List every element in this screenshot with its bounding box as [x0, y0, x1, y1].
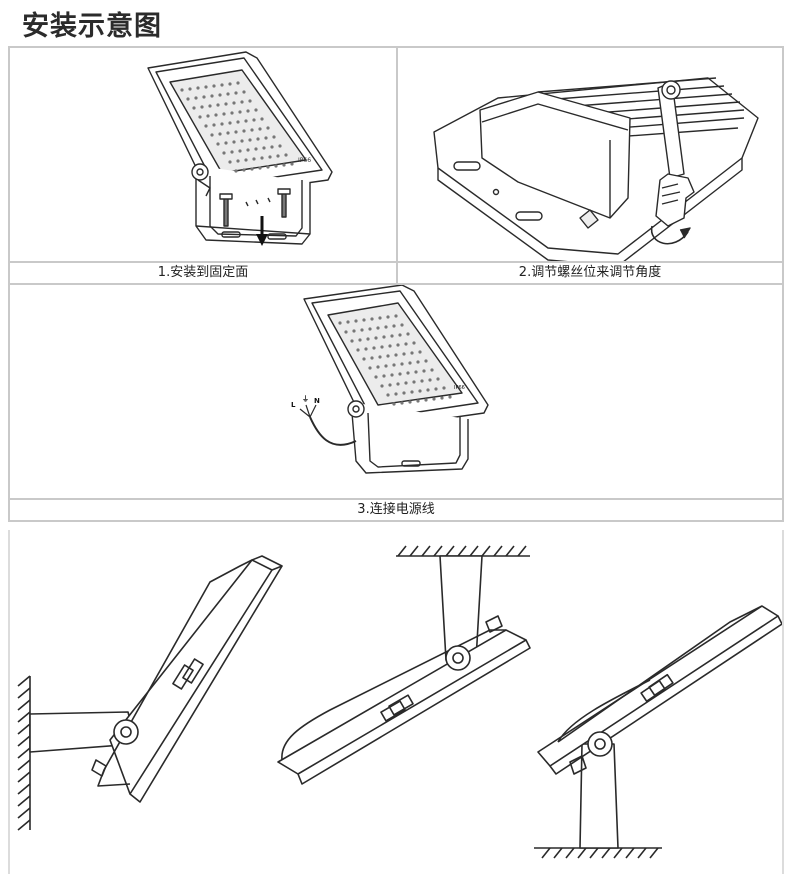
row-divider: [10, 283, 782, 285]
step-3-panel: L ⏚ N IP66 3.连接电源线: [10, 285, 782, 520]
install-steps-grid: IP66 1.安装到固定面: [8, 46, 784, 522]
step-3-illustration: L ⏚ N IP66: [291, 285, 489, 474]
page-title: 安装示意图: [22, 11, 162, 42]
ceiling-mount-view: [277, 545, 531, 785]
cell-divider: [396, 48, 398, 283]
led-array: [180, 81, 294, 173]
wire-label-n: N: [314, 397, 320, 405]
step-1-panel: IP66 1.安装到固定面: [10, 48, 396, 283]
mounting-angles-panel: [8, 530, 784, 874]
step-2-caption: 2.调节螺丝位来调节角度: [398, 261, 782, 283]
step-2-illustration: [433, 77, 759, 261]
ip-mark: IP66: [454, 385, 465, 391]
wire-label-l: L: [291, 401, 296, 409]
ground-icon: ⏚: [302, 395, 309, 403]
mounting-angles-illustration: [17, 545, 782, 859]
step-2-panel: 2.调节螺丝位来调节角度: [398, 48, 782, 283]
step-3-caption: 3.连接电源线: [10, 498, 782, 520]
floor-mount-view: [534, 605, 782, 859]
led-array: [338, 314, 452, 406]
ip-mark: IP66: [298, 157, 311, 164]
step-1-illustration: IP66: [147, 51, 333, 246]
step-1-caption: 1.安装到固定面: [10, 261, 396, 283]
wall-mount-view: [17, 555, 283, 831]
